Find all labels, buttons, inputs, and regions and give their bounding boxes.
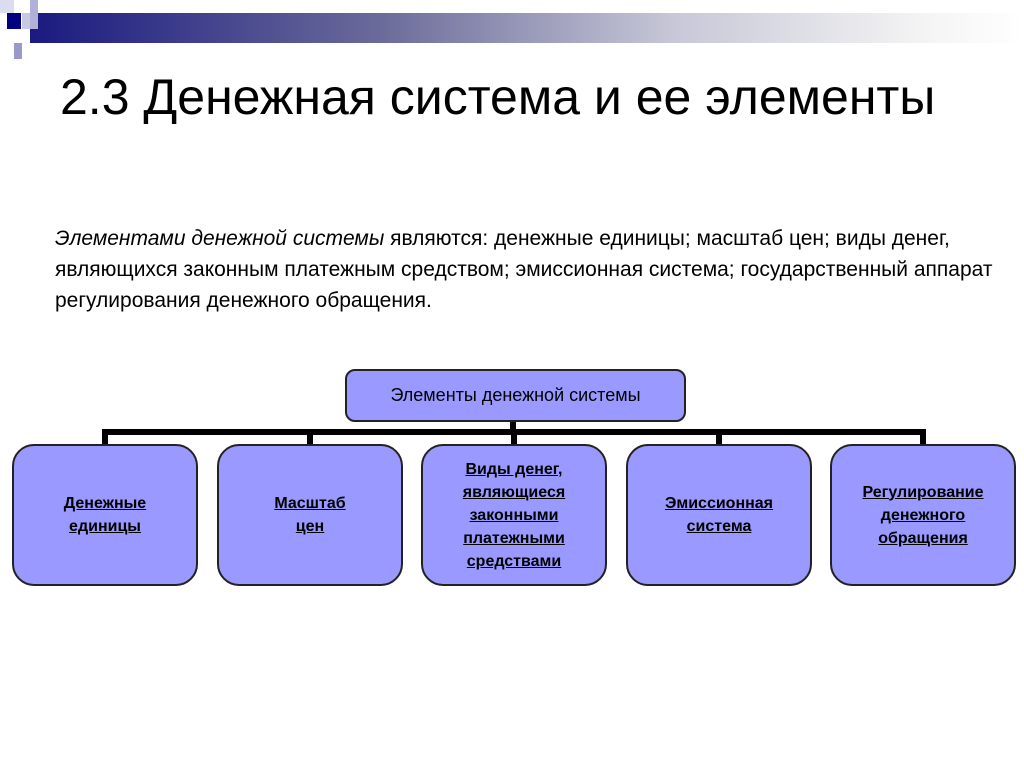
slide-title: 2.3 Денежная система и ее элементы bbox=[60, 69, 936, 125]
connector-drop bbox=[716, 429, 722, 445]
paragraph-lead: Элементами денежной системы bbox=[55, 227, 385, 250]
decor-square bbox=[30, 0, 38, 29]
node-money-types: Виды денег, являющиеся законными платежн… bbox=[421, 444, 607, 586]
node-price-scale: Масштаб цен bbox=[217, 444, 403, 586]
decor-square bbox=[14, 43, 22, 59]
intro-paragraph: Элементами денежной системы являются: де… bbox=[55, 223, 995, 316]
paragraph-text: являются: денежные единицы; масштаб цен;… bbox=[55, 227, 993, 312]
node-monetary-units: Денежные единицы bbox=[12, 444, 198, 586]
node-circulation-regulation: Регулирование денежного обращения bbox=[830, 444, 1016, 586]
node-label: Эмиссионная система bbox=[664, 495, 774, 535]
connector-drop bbox=[307, 429, 313, 445]
node-label: Виды денег, являющиеся законными платежн… bbox=[462, 460, 566, 570]
decor-square bbox=[7, 13, 21, 29]
decor-square bbox=[0, 0, 14, 13]
node-label: Масштаб цен bbox=[274, 495, 346, 535]
header-gradient-bar bbox=[30, 13, 1024, 43]
root-label: Элементы денежной системы bbox=[390, 385, 641, 405]
decor-square bbox=[22, 13, 30, 29]
connector-drop bbox=[920, 429, 926, 445]
root-node: Элементы денежной системы bbox=[345, 369, 686, 422]
node-emission-system: Эмиссионная система bbox=[626, 444, 812, 586]
connector-drop bbox=[511, 429, 517, 445]
node-label: Денежные единицы bbox=[63, 495, 147, 535]
connector-drop bbox=[102, 429, 108, 445]
node-label: Регулирование денежного обращения bbox=[862, 483, 984, 547]
connector-stem bbox=[510, 422, 516, 434]
